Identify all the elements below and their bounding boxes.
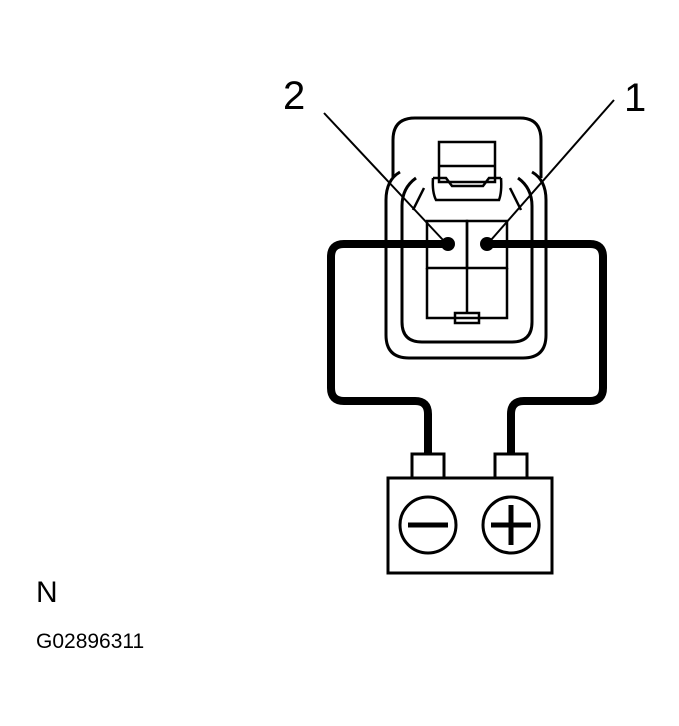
pin-1-label: 1 — [624, 76, 647, 120]
battery-negative-post — [410, 452, 446, 481]
leader-line-pin-2 — [323, 112, 444, 241]
connector-top-cap — [391, 116, 543, 178]
plus-icon — [481, 495, 541, 555]
center-key — [453, 311, 481, 325]
minus-icon — [398, 495, 458, 555]
leader-line-pin-1 — [490, 99, 615, 241]
battery-positive-post — [493, 452, 529, 481]
battery — [386, 452, 554, 575]
view-letter: N — [36, 576, 58, 609]
figure-code: G02896311 — [36, 630, 145, 653]
lock-tab-body — [437, 140, 497, 184]
connector-outer-shell — [384, 170, 548, 360]
wire-positive — [487, 240, 607, 455]
connector-lock-tab — [411, 140, 523, 211]
pin-2-label: 2 — [283, 74, 306, 118]
wire-negative — [327, 240, 448, 455]
